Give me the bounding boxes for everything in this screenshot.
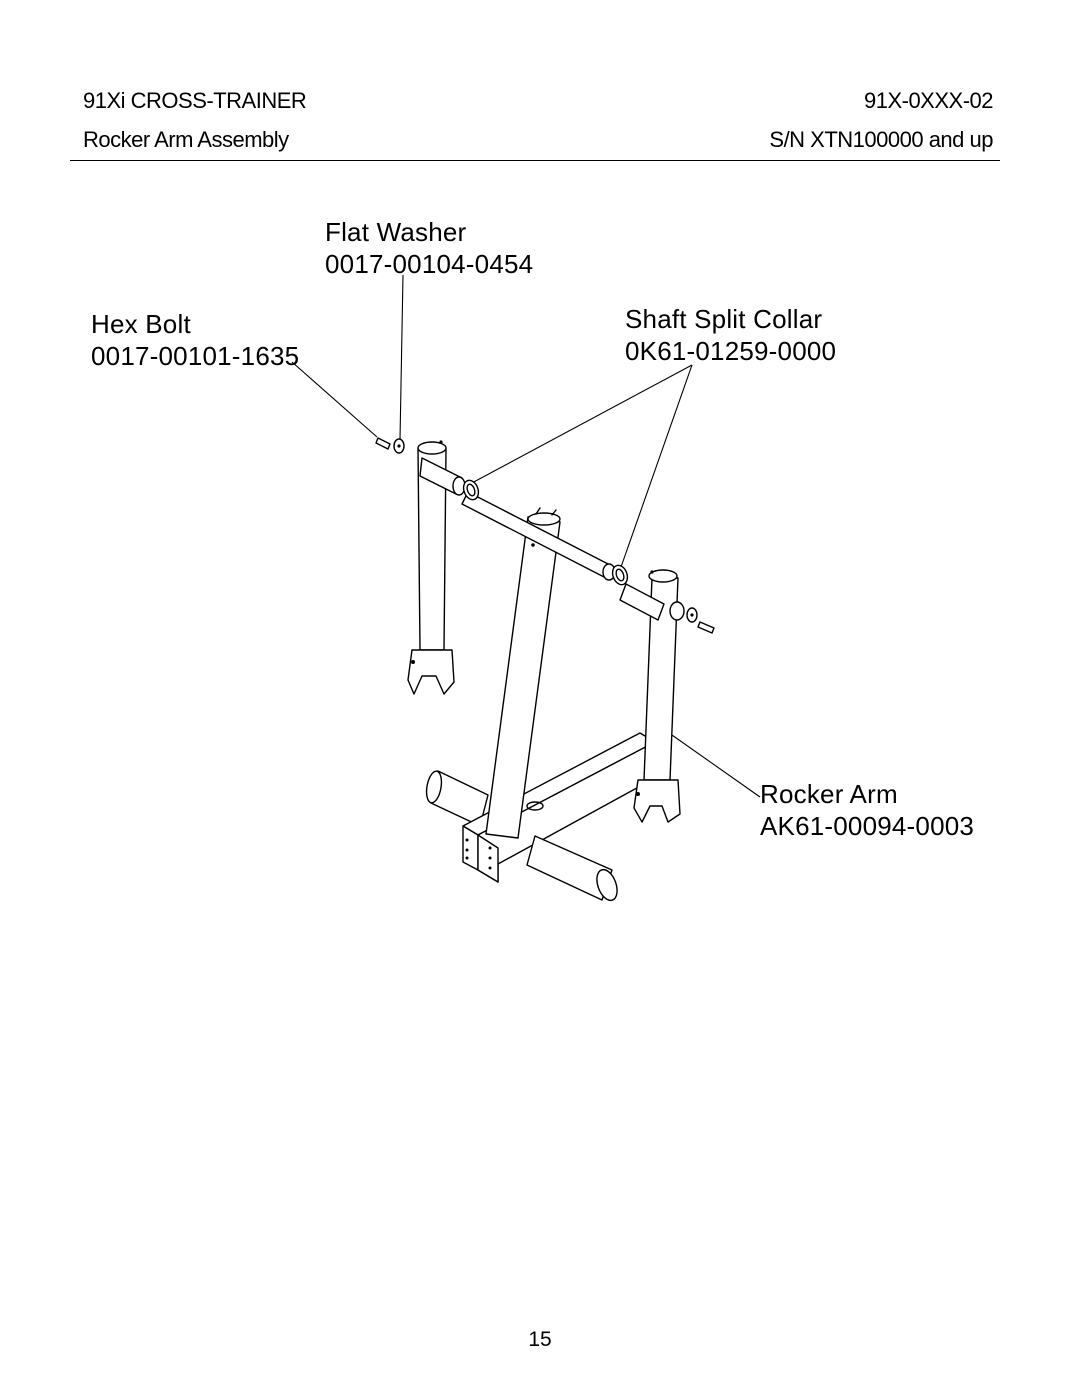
document-number: 91X-0XXX-02 (863, 88, 994, 113)
callout-shaft-split-collar-part: 0K61-01259-0000 (625, 336, 837, 366)
callout-rocker-arm-part: AK61-00094-0003 (760, 811, 975, 841)
center-mast (485, 507, 561, 839)
cross-shaft (461, 491, 616, 581)
rocker-arm-right (619, 569, 685, 823)
hex-bolt-left (375, 437, 391, 450)
callout-rocker-arm: Rocker Arm AK61-00094-0003 (760, 778, 974, 842)
callout-flat-washer-name: Flat Washer (325, 217, 467, 247)
leader-hex-bolt (291, 361, 378, 438)
split-collar-left (462, 479, 480, 501)
callout-shaft-split-collar-name: Shaft Split Collar (625, 304, 823, 334)
serial-range: S/N XTN100000 and up (769, 127, 993, 152)
flat-washer-left (393, 438, 405, 454)
callout-hex-bolt: Hex Bolt 0017-00101-1635 (91, 308, 299, 372)
leader-rocker-arm (661, 727, 761, 798)
rocker-arm-left (407, 440, 466, 695)
section-title: Rocker Arm Assembly (83, 127, 289, 152)
flat-washer-right (686, 607, 698, 623)
leader-flat-washer (399, 274, 404, 441)
split-collar-right (611, 564, 629, 586)
callout-hex-bolt-name: Hex Bolt (91, 309, 191, 339)
product-title: 91Xi CROSS-TRAINER (83, 88, 307, 113)
callout-hex-bolt-part: 0017-00101-1635 (91, 341, 300, 371)
leader-collar-right (620, 364, 693, 568)
callout-flat-washer-part: 0017-00104-0454 (325, 249, 534, 279)
callout-rocker-arm-name: Rocker Arm (760, 779, 898, 809)
hex-bolt-right (697, 621, 715, 634)
leader-collar-left (469, 364, 693, 485)
foot-bar-right (526, 835, 618, 902)
callout-flat-washer: Flat Washer 0017-00104-0454 (325, 216, 533, 280)
header-rule (70, 160, 1000, 161)
page-number: 15 (528, 1328, 552, 1351)
callout-shaft-split-collar: Shaft Split Collar 0K61-01259-0000 (625, 303, 836, 367)
